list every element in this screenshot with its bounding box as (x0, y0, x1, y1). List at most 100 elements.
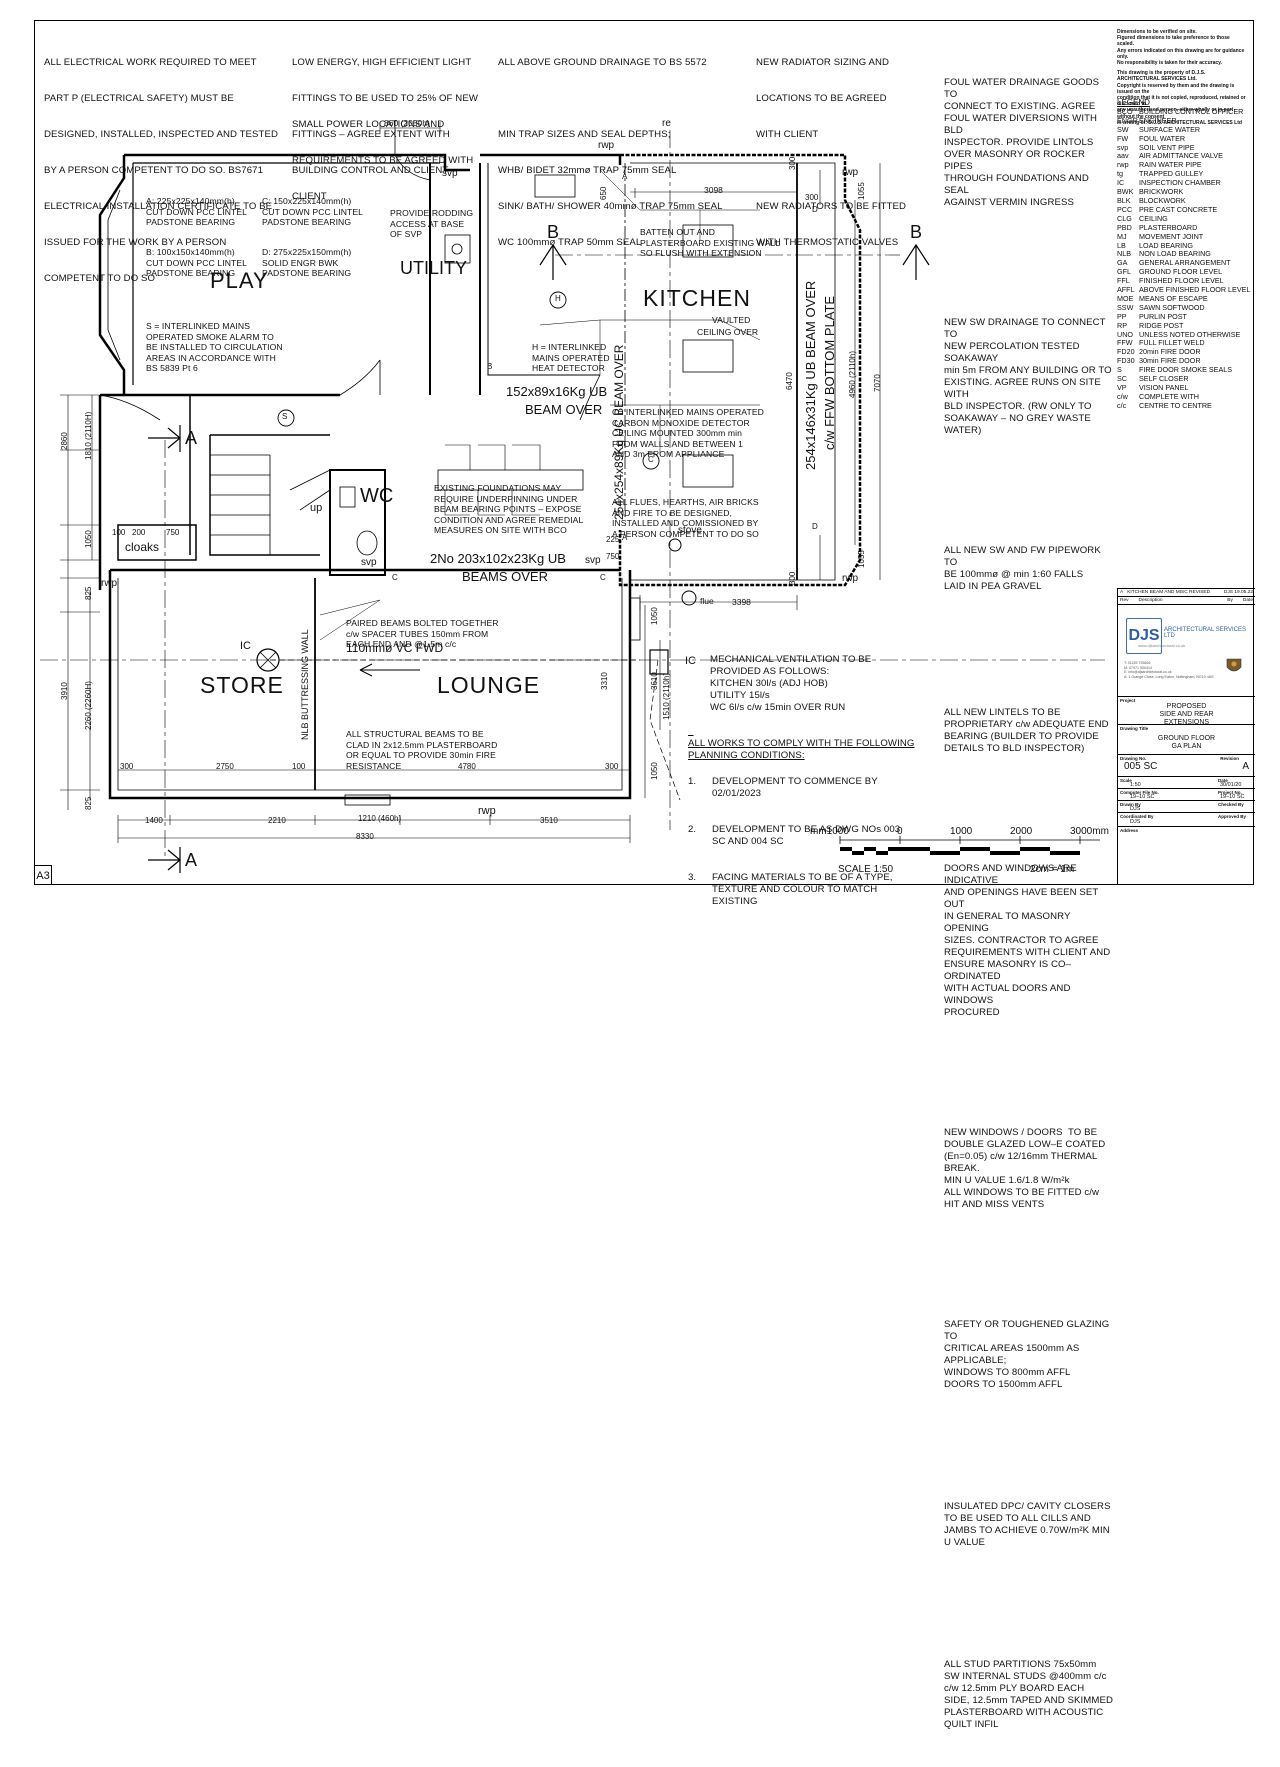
legend-meaning: FIRE DOOR SMOKE SEALS (1139, 365, 1233, 375)
dimension-300-top: 300 (788, 156, 797, 170)
note-line: NEW RADIATOR SIZING AND (756, 57, 890, 68)
dimension-750: 750 (166, 528, 180, 537)
scale-label-tb: Scale (1120, 778, 1132, 783)
note-line: Figured dimensions to take preference to… (1117, 35, 1230, 48)
planning-number: 3. (688, 872, 697, 883)
note-line: BATTEN OUT AND (640, 227, 716, 237)
note-line: KITCHEN 30l/s (ADJ HOB) (710, 678, 828, 689)
note-line: AREAS IN ACCORDANCE WITH (146, 352, 276, 363)
legend-meaning: COMPLETE WITH (1139, 391, 1199, 401)
note-line: S = INTERLINKED MAINS (146, 321, 251, 331)
drawn-checked-cell: Drawn By DJS Checked By (1118, 800, 1255, 812)
dimension-1050-left: 1050 (84, 530, 93, 548)
note-line: NEW SW DRAINAGE TO CONNECT TO (944, 317, 1109, 340)
beam-label-203: 2No 203x102x23Kg UB (430, 551, 566, 566)
dimension-1055-bottom: 1055 (857, 550, 866, 568)
note-line: ENSURE MASONRY IS CO–ORDINATED (944, 959, 1072, 982)
address-cell: Address (1118, 826, 1255, 885)
ub-beam-label: 254x146x31Kg UB BEAM OVER (803, 280, 818, 470)
dimension-100-store: 100 (292, 762, 306, 771)
dimension-825-bottom: 825 (84, 796, 93, 810)
note-line: DOORS AND WINDOWS ARE INDICATIVE (944, 863, 1080, 886)
drawing-number-labels: Drawing No.Revision (1120, 756, 1253, 761)
ic-label-lounge: IC (685, 655, 696, 667)
note-line: REQUIRE UNDERPINNING UNDER (434, 493, 578, 504)
note-line: CUT DOWN PCC LINTEL (146, 206, 248, 217)
address-label: Address (1120, 828, 1139, 833)
note-line: CLIENT (292, 191, 327, 202)
note-line: EXISTING (712, 896, 758, 907)
title-block: A KITCHEN BEAM AND MISC REVISED DJS 19.0… (1117, 588, 1255, 885)
note-line: MIN TRAP SIZES AND SEAL DEPTHS; (498, 129, 671, 140)
re-label: re (662, 118, 671, 129)
note-line: MECHANICAL VENTILATION TO BE (710, 654, 872, 665)
legend-abbreviation: SSW (1117, 302, 1134, 312)
lintel-marker-d-bottom: D (812, 522, 818, 531)
legend-meaning: RAIN WATER PIPE (1139, 160, 1202, 170)
note-line: 02/01/2023 (712, 788, 762, 799)
project-line: SIDE AND REAR (1159, 711, 1214, 718)
note-line: BEAM BEARING POINTS – EXPOSE (434, 504, 582, 514)
note-line: condition that it is not copied, reprodu… (1117, 95, 1246, 108)
note-line: IN GENERAL TO MASONRY OPENING (944, 911, 1074, 934)
checked-by-label: Checked By (1218, 802, 1244, 807)
drawn-by-value: DJS (1130, 806, 1141, 812)
legend-meaning: SURFACE WATER (1139, 124, 1201, 134)
note-line: WC 6l/s c/w 15min OVER RUN (710, 702, 846, 713)
legend-abbreviation: FFL (1117, 276, 1130, 286)
scale-value-tb: 1:50 (1130, 782, 1141, 788)
legend-meaning: VISION PANEL (1139, 383, 1189, 392)
note-line: BLD INSPECTOR. (RW ONLY TO (944, 401, 1092, 412)
note-line: HIT AND MISS VENTS (944, 1199, 1045, 1210)
rev-header: Date (1242, 598, 1253, 603)
radiator-note: NEW RADIATOR SIZING AND LOCATIONS TO BE … (756, 33, 906, 261)
legend-meaning: PLASTERBOARD (1139, 222, 1198, 232)
room-label-wc: WC (360, 485, 394, 507)
project-line: EXTENSIONS (1163, 719, 1210, 726)
coordinated-approved-cell: Coordinated By DJS Approved By (1118, 812, 1255, 826)
legend-meaning: UNLESS NOTED OTHERWISE (1139, 329, 1241, 339)
note-line: DOORS TO 1500mm AFFL (944, 1379, 1063, 1390)
legend-abbreviation: GA (1117, 258, 1128, 268)
nlb-wall-label: NLB BUTTRESSING WALL (300, 629, 310, 740)
dimension-2860: 2860 (60, 432, 69, 450)
note-line: WITH THERMOSTATIC VALVES (756, 237, 899, 248)
dimension-300-store: 300 (120, 762, 134, 771)
note-line: ALL ELECTRICAL WORK REQUIRED TO MEET (44, 57, 257, 68)
contact-line: E: info@djsarchitectural.co.uk (1124, 670, 1172, 674)
note-line: ALL FLUES, HEARTHS, AIR BRICKS (612, 497, 759, 507)
note-line: JAMBS TO ACHIEVE 0.70W/m²K MIN (944, 1525, 1110, 1536)
dimension-650: 650 (599, 186, 608, 200)
revision-description: KITCHEN BEAM AND MISC REVISED (1127, 590, 1211, 595)
note-line: BS 5839 Pt 6 (146, 363, 198, 373)
electrical-note: ALL ELECTRICAL WORK REQUIRED TO MEET PAR… (44, 33, 278, 297)
legend-meaning: FINISHED FLOOR LEVEL (1139, 276, 1224, 286)
legend-meaning: PRE CAST CONCRETE (1139, 204, 1218, 214)
note-line: ALL WORKS TO COMPLY WITH THE FOLLOWING (688, 738, 915, 749)
note-line: CUT DOWN PCC LINTEL (262, 206, 364, 217)
scale-tick-mm1000: mm1000 (810, 826, 849, 837)
legend-meaning: BUILDING CONTROL OFFICER (1139, 106, 1244, 116)
smoke-alarm-symbol: S (282, 412, 288, 421)
